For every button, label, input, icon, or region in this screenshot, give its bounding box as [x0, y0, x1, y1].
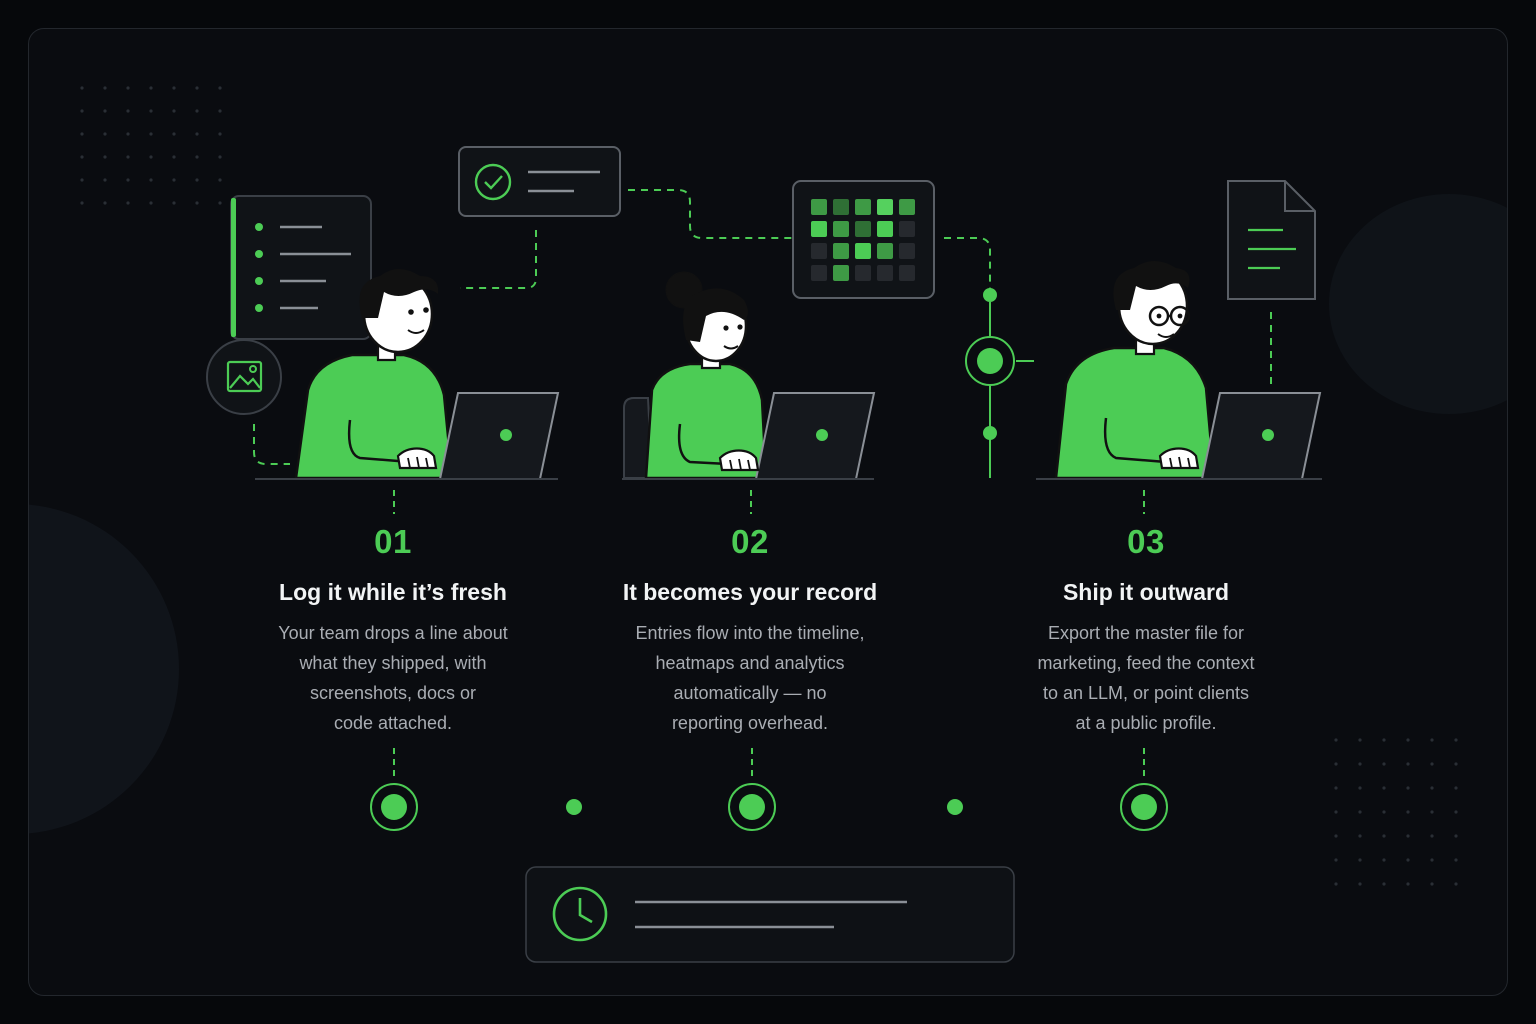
timeline-dot	[947, 799, 963, 815]
timeline-node-1	[370, 783, 418, 831]
heatmap-cell	[877, 221, 893, 237]
heatmap-cell	[833, 199, 849, 215]
step-description-line: Export the master file for	[1047, 623, 1245, 643]
person-3	[1036, 261, 1322, 480]
clock-card	[525, 866, 1015, 963]
step-title: Log it while it’s fresh	[279, 579, 507, 605]
heatmap-grid-icon	[792, 180, 935, 299]
document-icon	[1227, 180, 1316, 300]
step-number: 02	[731, 523, 769, 560]
step-description-line: heatmaps and analytics	[655, 653, 845, 673]
step-description-line: what they shipped, with	[299, 653, 487, 673]
timeline-node-2	[728, 783, 776, 831]
heatmap-cell	[877, 243, 893, 259]
timeline	[140, 783, 1370, 831]
step-description-line: screenshots, docs or	[309, 683, 477, 703]
step-number: 03	[1127, 523, 1165, 560]
step-title: It becomes your record	[622, 579, 878, 605]
timeline-node-3	[1120, 783, 1168, 831]
heatmap-cell	[899, 221, 915, 237]
step-description-line: to an LLM, or point clients	[1042, 683, 1250, 703]
step-description-line: Entries flow into the timeline,	[635, 623, 865, 643]
step-3-illustration	[1036, 180, 1322, 480]
heatmap-cell	[855, 199, 871, 215]
step-description-line: at a public profile.	[1075, 713, 1217, 733]
step-number: 01	[374, 523, 412, 560]
step-description-line: reporting overhead.	[671, 713, 829, 733]
heatmap-cell	[811, 243, 827, 259]
step-description: Your team drops a line about what they s…	[223, 618, 563, 738]
step-2-illustration	[622, 180, 1034, 480]
step-title: Ship it outward	[1062, 579, 1230, 605]
clock-icon	[552, 886, 608, 942]
step-1-illustration	[206, 146, 621, 480]
step-2: 02 It becomes your record Entries flow i…	[580, 523, 920, 738]
person-2	[622, 271, 875, 480]
step-description-line: marketing, feed the context	[1037, 653, 1255, 673]
image-icon	[206, 339, 282, 415]
dot-grid-top-left	[80, 86, 222, 205]
heatmap-cell	[811, 221, 827, 237]
list-card-icon	[230, 195, 372, 340]
heatmap-cell	[899, 243, 915, 259]
decorative-circle-right	[1329, 194, 1507, 414]
step-1: 01 Log it while it’s fresh Your team dro…	[223, 523, 563, 738]
heatmap-cell	[811, 199, 827, 215]
person-1	[255, 269, 559, 480]
heatmap-cell	[833, 243, 849, 259]
heatmap-cell	[899, 265, 915, 281]
heatmap-cell	[877, 265, 893, 281]
step-description-line: automatically — no	[673, 683, 827, 703]
timeline-dot	[566, 799, 582, 815]
step-description-line: Your team drops a line about	[278, 623, 508, 643]
step-description: Entries flow into the timeline, heatmaps…	[580, 618, 920, 738]
heatmap-cell	[855, 243, 871, 259]
heatmap-cell	[833, 265, 849, 281]
heatmap-cell	[855, 221, 871, 237]
heatmap-cell	[811, 265, 827, 281]
heatmap-cell	[855, 265, 871, 281]
step-3: 03 Ship it outward Export the master fil…	[976, 523, 1316, 738]
step-description: Export the master file for marketing, fe…	[976, 618, 1316, 738]
heatmap-cell	[877, 199, 893, 215]
step-description-line: code attached.	[333, 713, 453, 733]
dot-grid-bottom-right	[1334, 738, 1458, 886]
heatmap-cell	[899, 199, 915, 215]
heatmap-cell	[833, 221, 849, 237]
check-circle-icon	[458, 146, 621, 217]
